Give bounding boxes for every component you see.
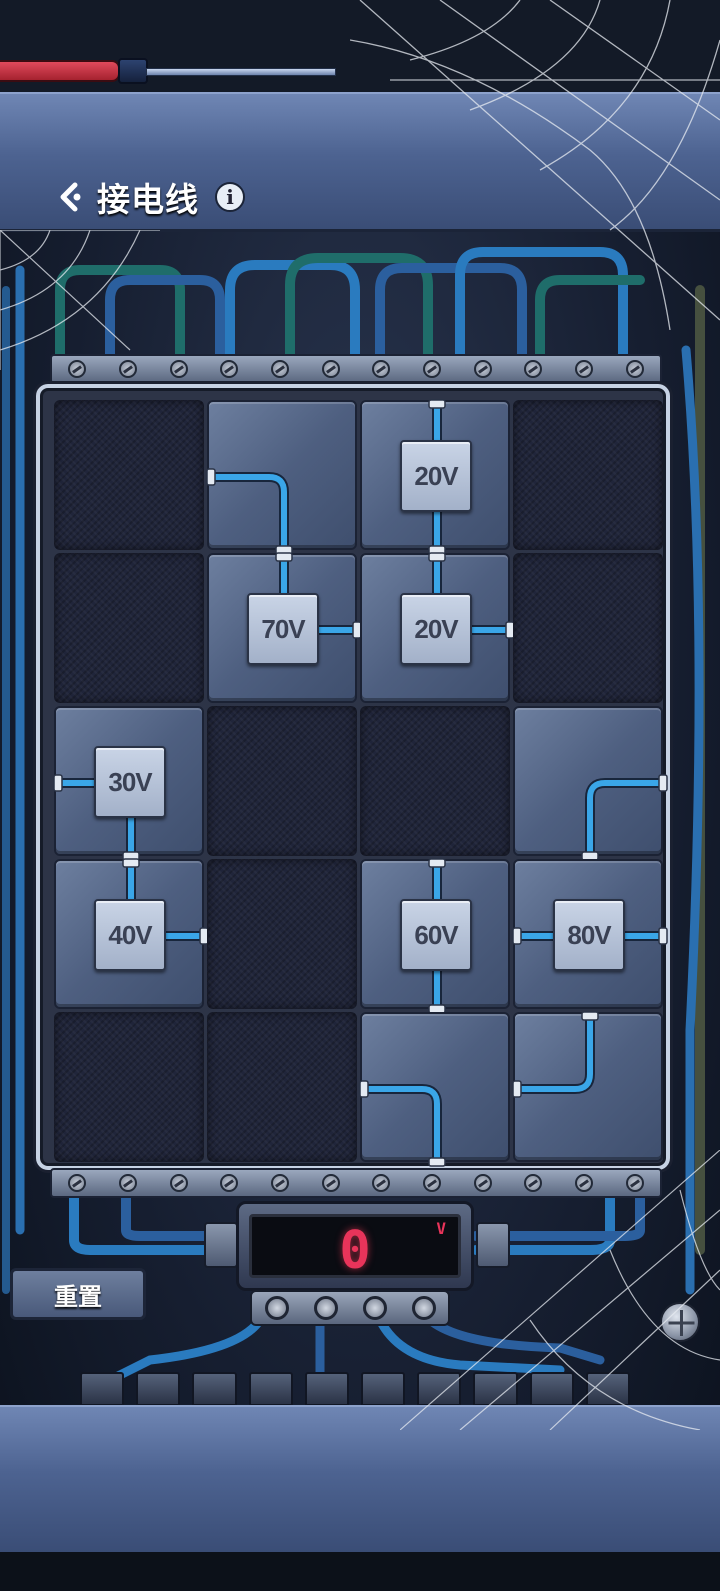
voltage-tile[interactable]: 40V (54, 858, 209, 1009)
voltage-label-box: 40V (94, 899, 166, 971)
tile-grid: 20V 70V 20V 30V 40V 60V 80V (53, 399, 668, 1167)
wire-icon (581, 774, 668, 861)
meter-unit: V (436, 1219, 446, 1238)
cable-comb (80, 1372, 631, 1406)
voltage-label: 40V (108, 919, 152, 950)
voltage-tile[interactable]: 80V (512, 859, 668, 1009)
page-title: 接电线 (97, 181, 199, 218)
empty-slot (207, 1012, 357, 1162)
meter-right-clamp (476, 1222, 510, 1268)
meter-value: 0 (339, 1221, 371, 1281)
voltage-label-box: 60V (400, 899, 472, 971)
pipe-tile[interactable] (359, 1012, 510, 1167)
voltage-tile[interactable]: 60V (360, 858, 510, 1014)
voltage-tile[interactable]: 30V (53, 706, 204, 861)
voltage-label-box: 80V (553, 899, 625, 971)
wire-icon (206, 468, 293, 555)
screwdriver-icon[interactable] (0, 52, 360, 88)
reset-button[interactable]: 重置 (10, 1268, 146, 1320)
voltage-meter: 0 V (236, 1201, 474, 1291)
back-arrow-icon[interactable] (55, 181, 87, 213)
voltage-label: 80V (567, 919, 611, 950)
voltage-tile[interactable]: 70V (207, 552, 362, 703)
voltage-label: 20V (414, 613, 458, 644)
meter-terminal-block (250, 1290, 450, 1326)
voltage-tile[interactable]: 20V (360, 552, 515, 703)
empty-slot (54, 1012, 204, 1162)
empty-slot (54, 400, 204, 550)
voltage-label-box: 30V (94, 746, 166, 818)
empty-slot (207, 706, 357, 856)
pipe-tile[interactable] (206, 400, 357, 555)
voltage-label-box: 70V (247, 593, 319, 665)
wire-icon (359, 1080, 446, 1167)
bottom-rail (0, 1405, 720, 1591)
bottom-terminal-strip (50, 1168, 662, 1198)
pipe-tile[interactable] (513, 706, 668, 861)
empty-slot (207, 859, 357, 1009)
voltage-tile[interactable]: 20V (360, 399, 510, 555)
empty-slot (513, 553, 663, 703)
empty-slot (513, 400, 663, 550)
page-header: 接电线 i (55, 172, 245, 222)
meter-left-clamp (204, 1222, 238, 1268)
panel-screw-icon (660, 1302, 700, 1342)
voltage-label: 20V (414, 460, 458, 491)
voltage-label: 30V (108, 766, 152, 797)
wire-icon (512, 1011, 599, 1098)
puzzle-board: 20V 70V 20V 30V 40V 60V 80V (36, 384, 670, 1170)
top-terminal-strip (50, 354, 662, 384)
voltage-label-box: 20V (400, 440, 472, 512)
pipe-tile[interactable] (512, 1011, 663, 1162)
voltage-label: 60V (414, 919, 458, 950)
cobweb-top-left (0, 230, 160, 370)
info-icon[interactable]: i (215, 182, 245, 212)
voltage-label-box: 20V (400, 593, 472, 665)
empty-slot (54, 553, 204, 703)
empty-slot (360, 706, 510, 856)
voltage-label: 70V (261, 613, 305, 644)
meter-display: 0 V (249, 1214, 461, 1281)
